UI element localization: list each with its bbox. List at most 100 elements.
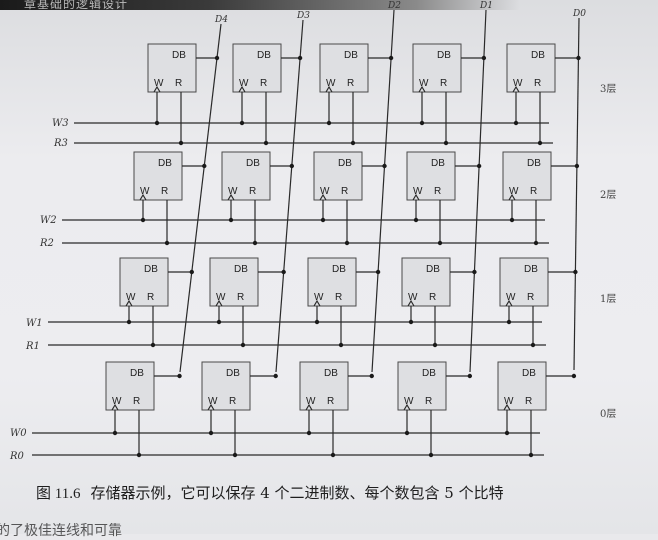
junction-dot: [574, 163, 580, 169]
junction-dot: [297, 55, 303, 61]
clock-marker: [407, 299, 415, 307]
write-port-label: W: [506, 292, 516, 303]
register-label: DB: [226, 368, 240, 379]
read-port-label: R: [440, 78, 447, 89]
floor-label: 2层: [600, 189, 616, 201]
write-signal-label: W3: [52, 118, 69, 129]
memory-cell: [499, 257, 549, 307]
clock-marker: [305, 403, 313, 411]
write-port-label: W: [216, 292, 226, 303]
junction-dot: [432, 342, 438, 348]
data-line-d3: [275, 19, 304, 373]
junction-dot: [509, 217, 515, 223]
read-port-label: R: [175, 78, 182, 89]
read-port-label: R: [229, 396, 236, 407]
read-port-label: R: [161, 186, 168, 197]
register-label: DB: [332, 264, 346, 275]
junction-dot: [150, 342, 156, 348]
write-port-label: W: [404, 396, 414, 407]
data-line-label-d1: D1: [479, 1, 493, 11]
junction-dot: [314, 319, 320, 325]
write-port-label: W: [126, 292, 136, 303]
memory-cell: [406, 151, 456, 201]
register-label: DB: [246, 158, 260, 169]
clock-marker: [125, 299, 133, 307]
memory-cell: [319, 43, 369, 93]
read-signal-label: R2: [39, 238, 54, 249]
junction-dot: [467, 373, 473, 379]
clock-marker: [319, 193, 327, 201]
figure-number: 图 11.6: [36, 486, 81, 502]
junction-dot: [350, 140, 356, 146]
write-signal-label: W0: [10, 428, 27, 439]
memory-cell: [105, 361, 155, 411]
clock-marker: [313, 299, 321, 307]
register-label: DB: [172, 50, 186, 61]
junction-dot: [228, 217, 234, 223]
junction-dot: [576, 55, 581, 61]
clock-marker: [111, 403, 119, 411]
write-signal-label: W1: [26, 318, 43, 329]
read-port-label: R: [260, 78, 267, 89]
junction-dot: [504, 430, 510, 436]
register-label: DB: [522, 368, 536, 379]
read-port-label: R: [429, 292, 436, 303]
memory-cell: [397, 361, 447, 411]
data-line-d1: [469, 9, 487, 373]
write-port-label: W: [413, 186, 423, 197]
write-port-label: W: [228, 186, 238, 197]
write-port-label: W: [140, 186, 150, 197]
junction-dot: [472, 269, 477, 275]
clock-marker: [215, 299, 223, 307]
register-label: DB: [531, 50, 545, 61]
data-line-d2: [371, 9, 395, 373]
write-port-label: W: [208, 396, 218, 407]
junction-dot: [528, 452, 534, 458]
data-line-d0: [573, 17, 580, 371]
memory-cell: [133, 151, 183, 201]
junction-dot: [202, 163, 207, 169]
write-signal-label: W2: [40, 215, 57, 226]
clock-marker: [325, 85, 333, 93]
clock-marker: [139, 193, 147, 201]
read-port-label: R: [147, 292, 154, 303]
junction-dot: [408, 319, 414, 325]
floor-label: 1层: [600, 293, 616, 305]
clock-marker: [412, 193, 420, 201]
read-port-label: R: [527, 292, 534, 303]
junction-dot: [154, 120, 160, 126]
read-port-label: R: [347, 78, 354, 89]
register-label: DB: [437, 50, 451, 61]
write-port-label: W: [504, 396, 514, 407]
junction-dot: [189, 269, 194, 275]
junction-dot: [178, 140, 184, 146]
read-port-label: R: [327, 396, 334, 407]
read-port-label: R: [335, 292, 342, 303]
junction-dot: [344, 240, 350, 246]
memory-cell: [506, 43, 556, 93]
register-label: DB: [324, 368, 338, 379]
clock-marker: [512, 85, 520, 93]
memory-cell: [307, 257, 357, 307]
register-label: DB: [158, 158, 172, 169]
read-port-label: R: [237, 292, 244, 303]
write-port-label: W: [154, 78, 164, 89]
read-signal-label: R0: [9, 451, 25, 462]
junction-dot: [281, 269, 286, 275]
junction-dot: [177, 373, 182, 379]
junction-dot: [443, 140, 449, 146]
read-port-label: R: [133, 396, 140, 407]
register-label: DB: [130, 368, 144, 379]
read-signal-label: R1: [25, 341, 40, 352]
junction-dot: [375, 269, 381, 275]
register-label: DB: [338, 158, 352, 169]
junction-dot: [419, 120, 425, 126]
junction-dot: [573, 269, 578, 275]
memory-cell: [232, 43, 282, 93]
write-port-label: W: [112, 396, 122, 407]
data-line-label-d4: D4: [214, 15, 228, 25]
clock-marker: [153, 85, 161, 93]
memory-cell: [497, 361, 547, 411]
junction-dot: [239, 120, 245, 126]
